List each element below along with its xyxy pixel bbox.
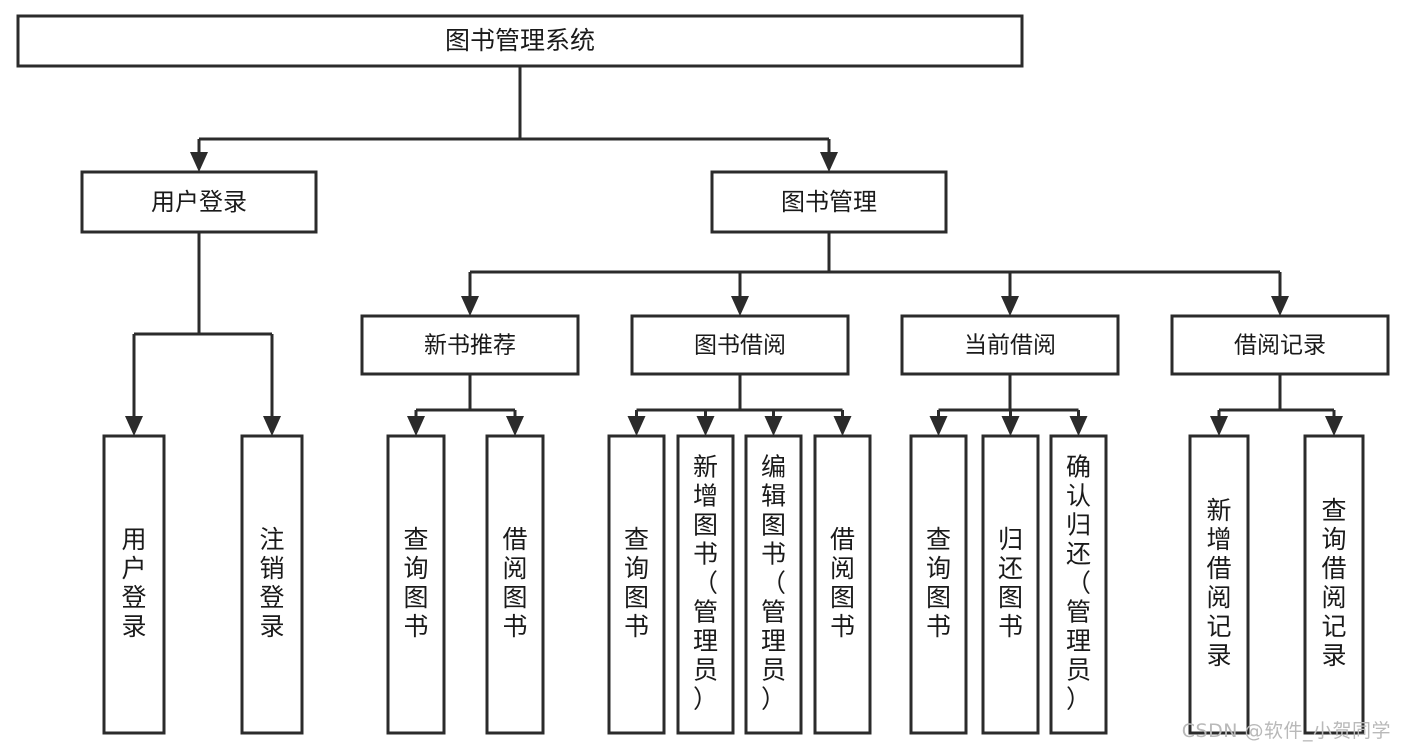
node-leaf_return_book-label: 归还图书 [998, 525, 1023, 641]
node-borrow_book[interactable]: 图书借阅 [630, 314, 850, 376]
node-borrow_book-rect [630, 314, 850, 376]
node-leaf_query_book_1-rect [386, 434, 446, 735]
node-new_book-label: 新书推荐 [424, 333, 516, 359]
node-leaf_edit_book[interactable]: 编辑图书（管理员） [744, 434, 803, 735]
node-leaf_query_record-rect [1303, 434, 1365, 735]
node-leaf_query_book_1[interactable]: 查询图书 [386, 434, 446, 735]
node-user_login-label: 用户登录 [151, 188, 247, 216]
node-leaf_user_logout-label: 注销登录 [259, 525, 284, 641]
node-current_borrow[interactable]: 当前借阅 [900, 314, 1120, 376]
node-leaf_query_book_2-rect [607, 434, 666, 735]
node-leaf_add_record[interactable]: 新增借阅记录 [1188, 434, 1250, 735]
node-leaf_confirm_return-rect [1049, 434, 1108, 735]
node-leaf_return_book-rect [981, 434, 1040, 735]
node-leaf_borrow_book_1-rect [485, 434, 545, 735]
node-root-label: 图书管理系统 [445, 26, 595, 55]
node-leaf_borrow_book_2[interactable]: 借阅图书 [813, 434, 872, 735]
node-leaf_query_record-label: 查询借阅记录 [1321, 496, 1346, 670]
node-new_book[interactable]: 新书推荐 [360, 314, 580, 376]
node-borrow_record-rect [1170, 314, 1390, 376]
node-user_login[interactable]: 用户登录 [80, 170, 318, 234]
node-borrow_book-label: 图书借阅 [694, 333, 786, 359]
node-new_book-rect [360, 314, 580, 376]
node-root-rect [16, 14, 1024, 68]
node-leaf_query_book_2[interactable]: 查询图书 [607, 434, 666, 735]
node-book_manage[interactable]: 图书管理 [710, 170, 948, 234]
node-root[interactable]: 图书管理系统 [16, 14, 1024, 68]
node-leaf_add_book-rect [676, 434, 735, 735]
node-leaf_query_book_3-label: 查询图书 [926, 525, 951, 641]
node-leaf_query_book_1-label: 查询图书 [403, 525, 428, 641]
node-leaf_user_login-rect [102, 434, 166, 735]
node-leaf_add_book-label: 新增图书（管理员） [693, 453, 718, 714]
node-leaf_query_book_2-label: 查询图书 [624, 525, 649, 641]
node-leaf_add_record-rect [1188, 434, 1250, 735]
node-leaf_edit_book-rect [744, 434, 803, 735]
node-book_manage-label: 图书管理 [781, 188, 877, 216]
node-leaf_query_record[interactable]: 查询借阅记录 [1303, 434, 1365, 735]
node-leaf_query_book_3[interactable]: 查询图书 [909, 434, 968, 735]
node-leaf_borrow_book_1[interactable]: 借阅图书 [485, 434, 545, 735]
node-leaf_return_book[interactable]: 归还图书 [981, 434, 1040, 735]
node-leaf_user_logout-rect [240, 434, 304, 735]
node-current_borrow-rect [900, 314, 1120, 376]
node-borrow_record[interactable]: 借阅记录 [1170, 314, 1390, 376]
node-leaf_add_record-label: 新增借阅记录 [1206, 496, 1231, 670]
node-book_manage-rect [710, 170, 948, 234]
node-leaf_borrow_book_1-label: 借阅图书 [502, 525, 527, 641]
node-leaf_user_login-label: 用户登录 [121, 525, 146, 641]
node-borrow_record-label: 借阅记录 [1234, 333, 1326, 359]
node-leaf_edit_book-label: 编辑图书（管理员） [761, 453, 786, 714]
node-leaf_confirm_return[interactable]: 确认归还（管理员） [1049, 434, 1108, 735]
node-leaf_borrow_book_2-label: 借阅图书 [830, 525, 855, 641]
node-leaf_confirm_return-label: 确认归还（管理员） [1066, 453, 1091, 714]
node-leaf_add_book[interactable]: 新增图书（管理员） [676, 434, 735, 735]
connector-lines-layer [125, 66, 1343, 436]
node-leaf_user_logout[interactable]: 注销登录 [240, 434, 304, 735]
node-user_login-rect [80, 170, 318, 234]
node-leaf_user_login[interactable]: 用户登录 [102, 434, 166, 735]
node-leaf_query_book_3-rect [909, 434, 968, 735]
diagram-nodes-layer: 图书管理系统用户登录图书管理新书推荐图书借阅当前借阅借阅记录用户登录注销登录查询… [16, 14, 1390, 735]
node-leaf_borrow_book_2-rect [813, 434, 872, 735]
node-current_borrow-label: 当前借阅 [964, 333, 1056, 359]
